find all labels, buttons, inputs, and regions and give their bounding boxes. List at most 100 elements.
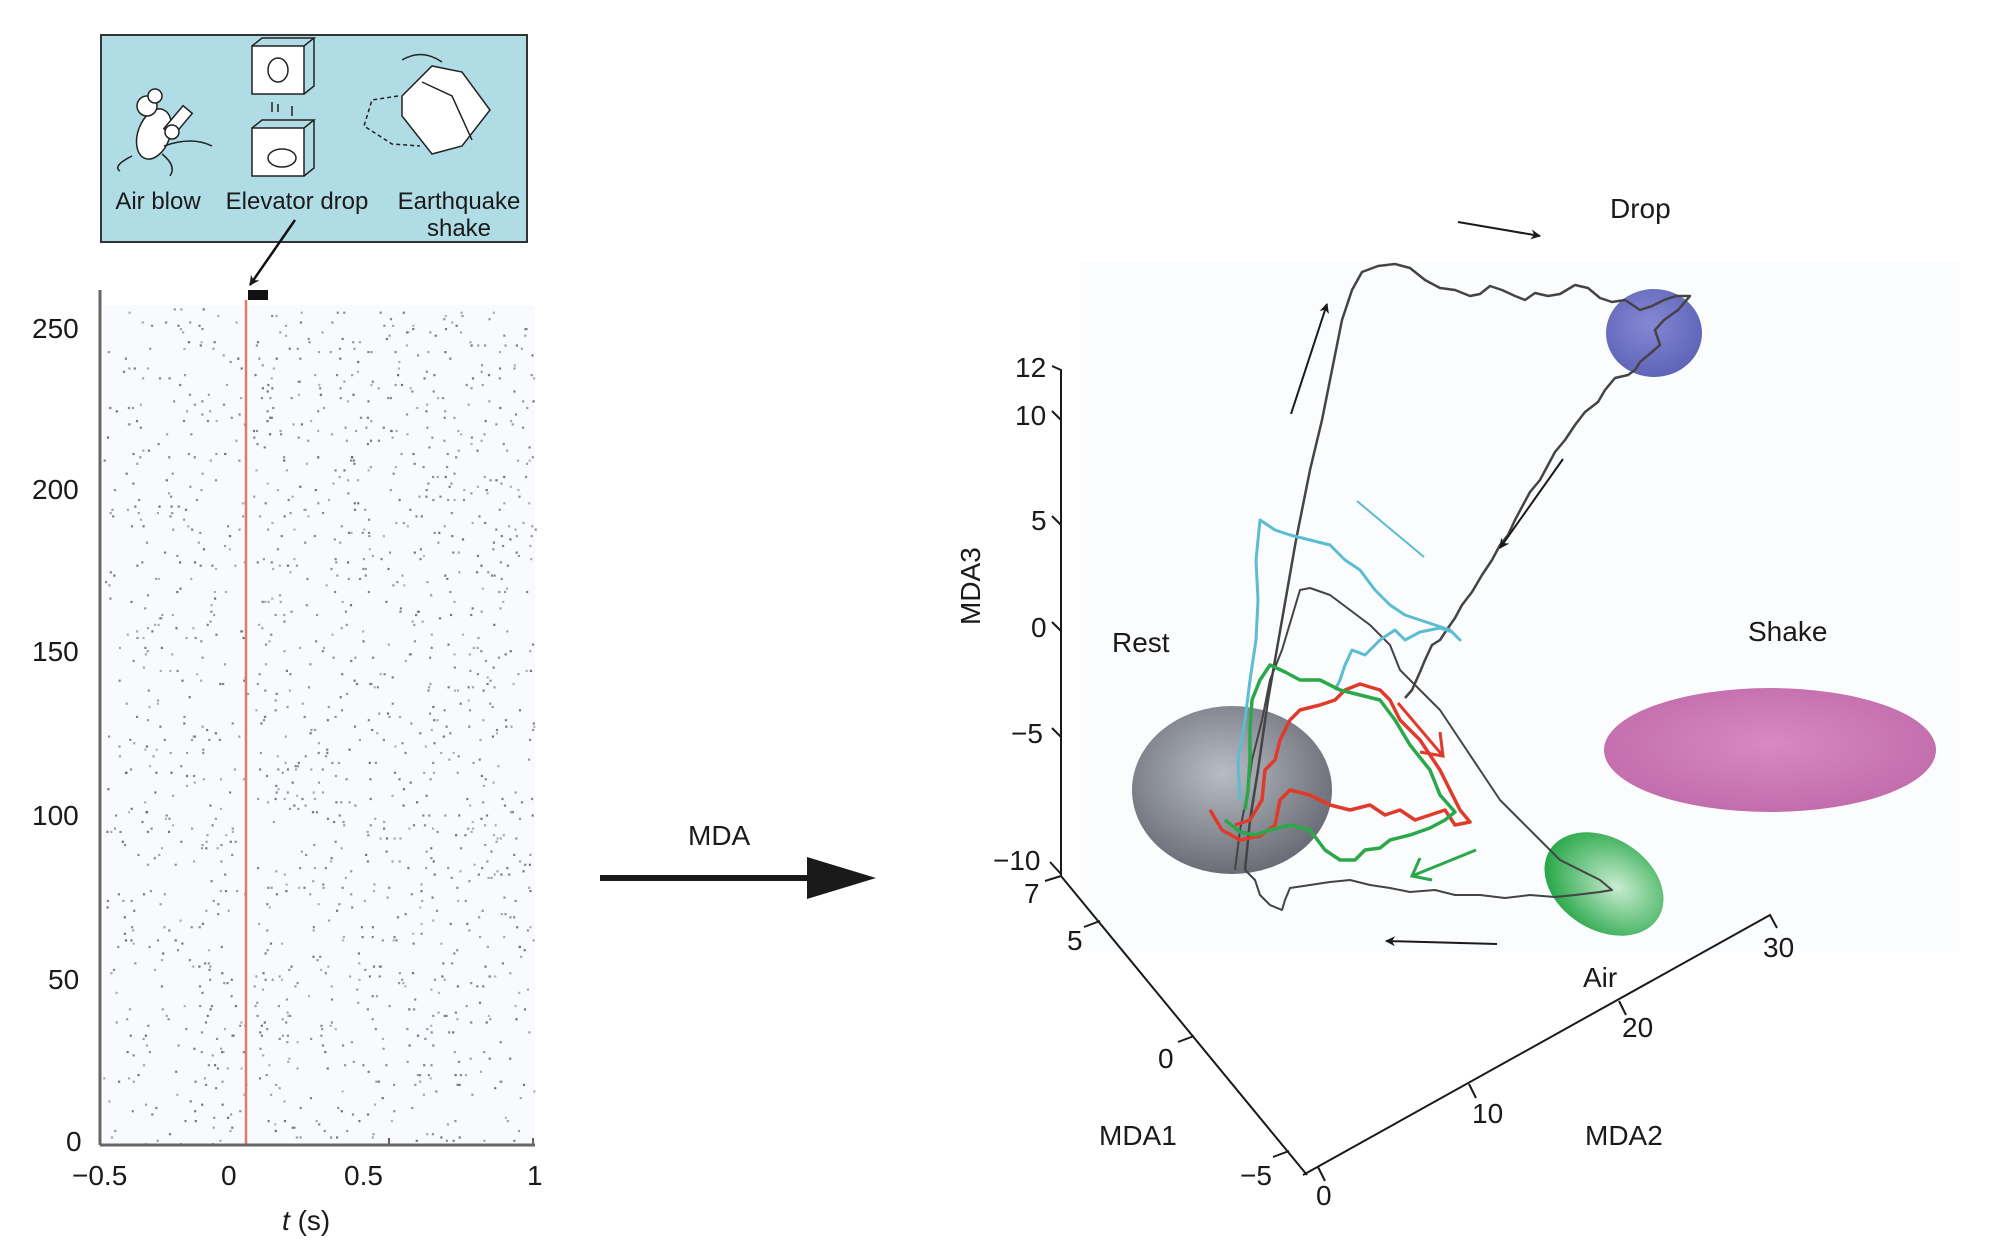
spike-mark <box>524 334 527 337</box>
spike-mark <box>371 728 374 732</box>
spike-mark <box>271 978 274 981</box>
spike-mark <box>255 709 258 712</box>
spike-mark <box>432 919 435 922</box>
spike-mark <box>406 1060 409 1063</box>
mda3-tick-label: 5 <box>1031 505 1047 536</box>
spike-mark <box>529 738 532 741</box>
spike-mark <box>293 1126 296 1129</box>
spike-mark <box>299 357 302 360</box>
spike-mark <box>257 797 260 801</box>
spike-mark <box>312 880 315 883</box>
spike-mark <box>385 600 388 603</box>
spike-mark <box>531 797 534 801</box>
spike-mark <box>222 682 225 686</box>
spike-mark <box>528 886 531 889</box>
mda1-axis-label: MDA1 <box>1099 1120 1177 1151</box>
spike-mark <box>214 1064 217 1067</box>
spike-mark <box>224 1028 227 1031</box>
spike-mark <box>231 827 234 830</box>
spike-mark <box>476 985 479 988</box>
spike-mark <box>515 1018 518 1021</box>
spike-mark <box>434 334 437 337</box>
spike-mark <box>451 535 454 538</box>
spike-mark <box>194 1080 197 1083</box>
spike-mark <box>316 959 319 962</box>
spike-mark <box>389 397 392 400</box>
spike-mark <box>287 1060 290 1063</box>
spike-mark <box>470 613 473 617</box>
spike-mark <box>453 472 456 475</box>
spike-mark <box>443 439 446 442</box>
spike-mark <box>531 525 534 528</box>
mda3-tick-label: −5 <box>1011 718 1043 749</box>
spike-mark <box>492 548 495 551</box>
spike-mark <box>433 742 436 745</box>
spike-mark <box>223 544 227 548</box>
spike-mark <box>485 814 489 817</box>
spike-mark <box>340 709 344 712</box>
spike-mark <box>146 650 149 653</box>
spike-mark <box>531 456 534 459</box>
spike-mark <box>111 508 114 511</box>
spike-mark <box>481 587 484 590</box>
spike-mark <box>461 314 464 318</box>
spike-mark <box>469 669 472 672</box>
spike-mark <box>458 571 461 574</box>
spike-mark <box>383 324 386 327</box>
spike-mark <box>291 1126 294 1129</box>
spike-mark <box>333 538 336 541</box>
spike-mark <box>482 719 485 722</box>
spike-mark <box>387 397 390 400</box>
spike-mark <box>296 1041 299 1044</box>
spike-mark <box>295 1136 298 1139</box>
spike-mark <box>208 738 211 741</box>
spike-mark <box>227 525 230 528</box>
spike-mark <box>209 978 212 981</box>
spike-mark <box>113 489 116 492</box>
spike-mark <box>310 420 313 423</box>
spike-mark <box>293 528 296 531</box>
spike-mark <box>336 909 339 912</box>
spike-mark <box>210 880 213 883</box>
spike-mark <box>506 1120 509 1123</box>
mda-arrow-label: MDA <box>688 820 751 851</box>
spike-mark <box>215 420 218 423</box>
spike-mark <box>325 584 328 587</box>
spike-mark <box>172 528 175 531</box>
spike-mark <box>205 909 208 912</box>
spike-mark <box>423 377 426 380</box>
spike-mark <box>323 1129 326 1133</box>
spike-mark <box>411 620 414 623</box>
spike-mark <box>261 600 264 603</box>
spike-mark <box>362 630 365 633</box>
spike-mark <box>228 548 231 551</box>
spike-mark <box>181 942 184 945</box>
spike-mark <box>176 554 179 557</box>
spike-mark <box>307 337 310 341</box>
spike-mark <box>165 321 168 324</box>
spike-mark <box>330 567 333 571</box>
spike-mark <box>532 722 535 725</box>
spike-mark <box>289 512 292 515</box>
spike-mark <box>422 554 425 557</box>
spike-mark <box>423 771 426 774</box>
spike-mark <box>194 636 197 640</box>
spike-mark <box>131 1110 134 1113</box>
spike-mark <box>470 492 473 495</box>
spike-mark <box>274 797 277 801</box>
spike-mark <box>130 899 133 902</box>
spike-mark <box>151 324 154 327</box>
spike-mark <box>171 653 174 656</box>
spike-mark <box>460 847 463 850</box>
spike-mark <box>421 899 424 902</box>
spike-mark <box>280 433 283 436</box>
spike-mark <box>446 452 449 456</box>
spike-mark <box>263 446 266 449</box>
raster-x-tick-label: 0 <box>221 1160 237 1191</box>
spike-mark <box>165 1014 168 1017</box>
spike-mark <box>430 1064 433 1067</box>
spike-mark <box>113 574 116 577</box>
spike-mark <box>212 347 215 350</box>
spike-mark <box>457 449 460 452</box>
spike-mark <box>484 824 487 827</box>
